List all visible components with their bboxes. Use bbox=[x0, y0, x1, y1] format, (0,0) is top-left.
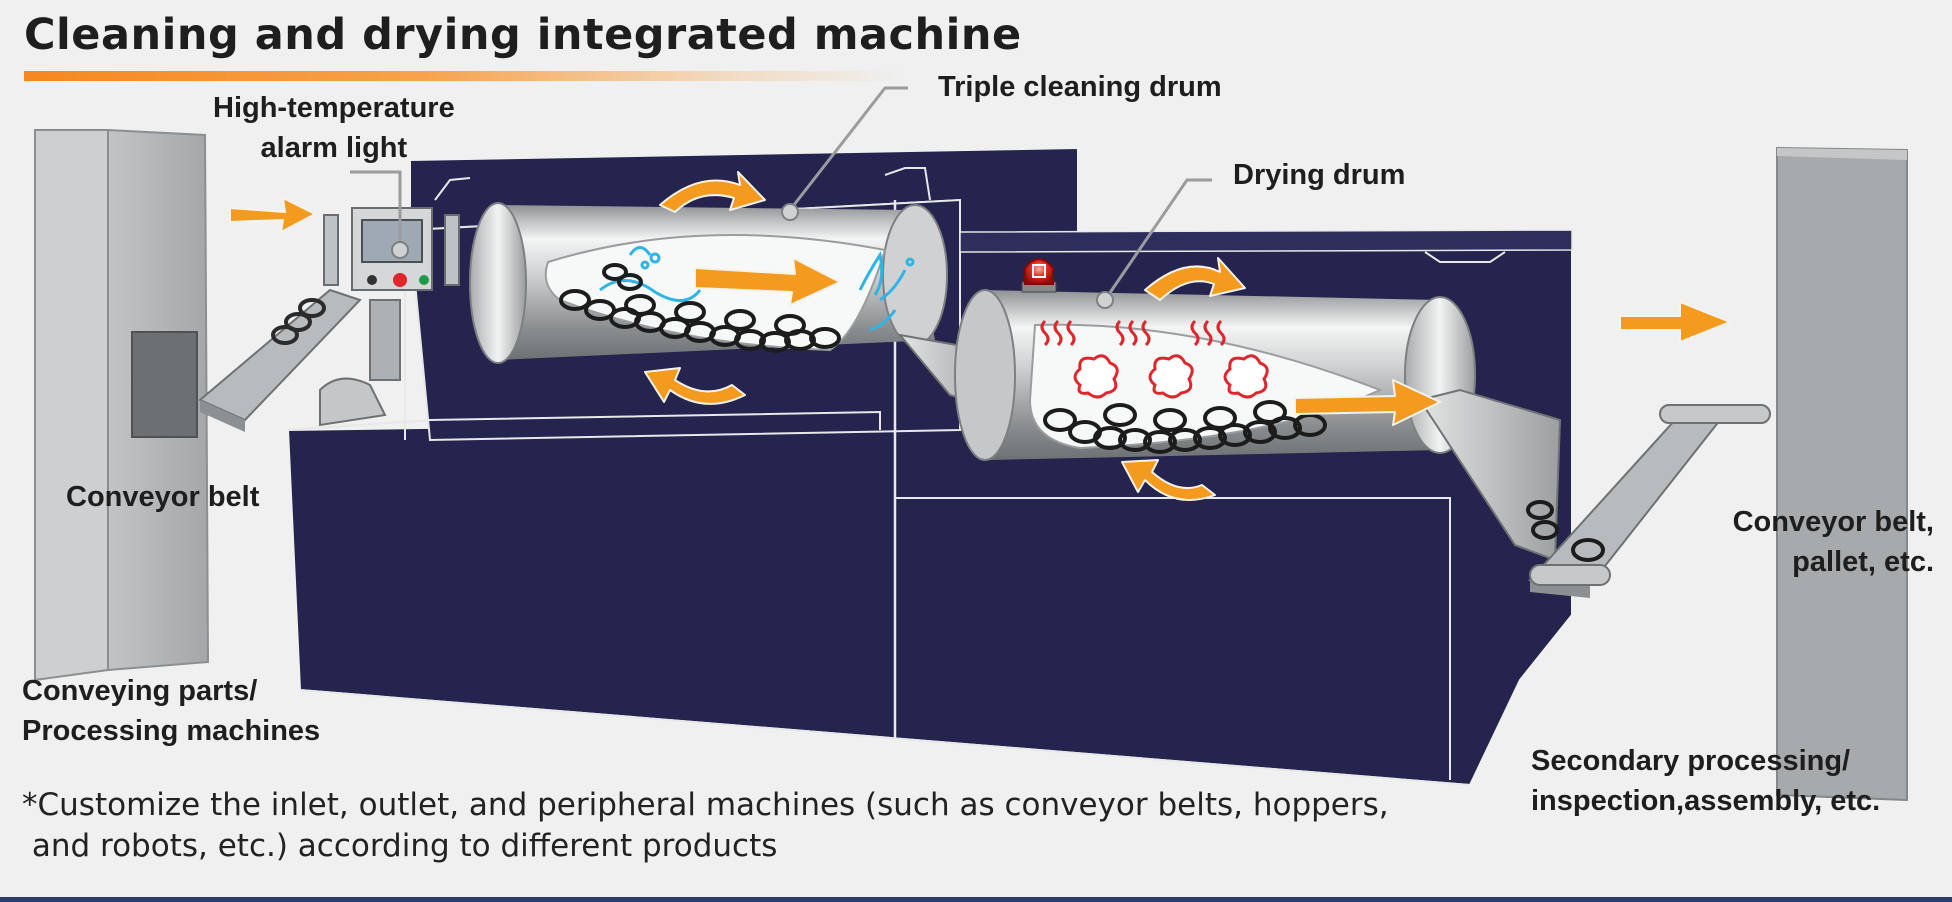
flow-arrows bbox=[229, 171, 1731, 501]
water-splash bbox=[599, 246, 915, 332]
secondary-processing-label-line1: Secondary processing/ bbox=[1531, 745, 1851, 777]
triple-cleaning-drum-label: Triple cleaning drum bbox=[938, 71, 1222, 103]
drying-drum bbox=[954, 289, 1562, 562]
conveyor-pallet-label: Conveyor belt, pallet, etc. bbox=[1733, 502, 1934, 582]
alarm-light-label: High-temperature alarm light bbox=[213, 88, 455, 168]
conveying-parts-label: Conveying parts/ Processing machines bbox=[22, 671, 320, 751]
conveying-parts-label-line2: Processing machines bbox=[22, 715, 321, 748]
heat-waves bbox=[1040, 319, 1226, 347]
arrow-right-icon bbox=[229, 197, 316, 233]
alarm-light-marker bbox=[391, 241, 409, 259]
panel-button-black bbox=[367, 275, 377, 285]
page-title: Cleaning and drying integrated machine bbox=[24, 10, 1022, 60]
parts-in-drying-drum bbox=[1043, 400, 1327, 454]
panel-button-red bbox=[393, 273, 407, 287]
left-processing-cabinet bbox=[34, 128, 210, 682]
customization-note-line2: and robots, etc.) according to different… bbox=[22, 827, 778, 864]
conveyor-belt-label: Conveyor belt bbox=[66, 481, 260, 513]
parts-in-cleaning-drum bbox=[559, 263, 841, 353]
leader-lines bbox=[350, 86, 1212, 301]
drying-drum-label: Drying drum bbox=[1233, 159, 1406, 191]
rotation-arrow-icon bbox=[644, 367, 746, 405]
arrow-right-icon bbox=[1294, 379, 1441, 426]
rotation-arrow-icon bbox=[659, 171, 766, 213]
alarm-light-label-line1: High-temperature bbox=[213, 92, 455, 124]
cleaning-drum-marker bbox=[781, 203, 799, 221]
panel-button-green bbox=[419, 275, 429, 285]
drying-drum-marker bbox=[1096, 291, 1114, 309]
hot-air-puffs bbox=[1073, 354, 1269, 399]
alarm-light-label-line2: alarm light bbox=[260, 132, 408, 165]
right-processing-cabinet bbox=[1776, 146, 1908, 802]
arrow-right-icon bbox=[694, 257, 841, 306]
customization-note: *Customize the inlet, outlet, and periph… bbox=[22, 785, 1389, 867]
rotation-arrow-icon bbox=[1144, 257, 1246, 301]
secondary-processing-label-line2: inspection,assembly, etc. bbox=[1531, 785, 1881, 818]
rotation-arrow-icon bbox=[1121, 459, 1216, 501]
title-underline bbox=[24, 71, 904, 81]
inlet-conveyor bbox=[198, 288, 401, 432]
alarm-lamp-icon bbox=[1021, 258, 1057, 293]
control-panel bbox=[323, 207, 460, 291]
conveyor-pallet-label-line1: Conveyor belt, bbox=[1732, 506, 1934, 538]
secondary-processing-label: Secondary processing/ inspection,assembl… bbox=[1531, 741, 1880, 821]
conveying-parts-label-line1: Conveying parts/ bbox=[22, 675, 258, 707]
cabinet-outlet-window bbox=[131, 331, 198, 438]
arrow-right-icon bbox=[1619, 301, 1731, 343]
customization-note-line1: *Customize the inlet, outlet, and periph… bbox=[22, 787, 1389, 823]
conveyor-pallet-label-line2: pallet, etc. bbox=[1792, 546, 1934, 579]
bottom-rule bbox=[0, 897, 1952, 902]
